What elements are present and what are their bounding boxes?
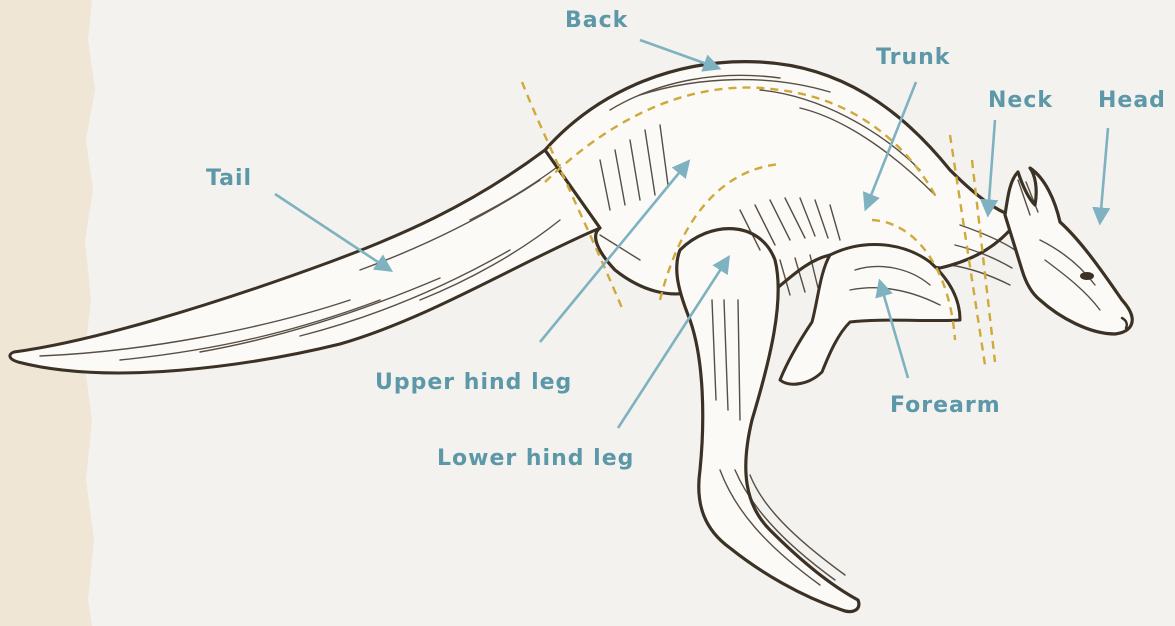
label-tail: Tail xyxy=(206,166,252,191)
back-arrow xyxy=(640,40,718,68)
eye xyxy=(1080,272,1094,280)
body-shape xyxy=(545,62,1020,300)
head-shape xyxy=(1005,168,1132,334)
label-trunk: Trunk xyxy=(876,45,950,70)
label-lower-hind-leg: Lower hind leg xyxy=(437,446,634,471)
kangaroo-illustration xyxy=(10,62,1132,612)
tail-shape xyxy=(10,150,600,373)
label-forearm: Forearm xyxy=(890,393,1001,418)
tail-arrow xyxy=(275,194,390,270)
label-neck: Neck xyxy=(988,88,1053,113)
label-upper-hind-leg: Upper hind leg xyxy=(375,370,572,395)
neck-arrow xyxy=(988,120,995,214)
neck-boundary-2 xyxy=(972,160,995,362)
label-head: Head xyxy=(1098,88,1166,113)
label-back: Back xyxy=(565,8,628,33)
head-arrow xyxy=(1100,128,1108,222)
paper-edge xyxy=(0,0,95,626)
